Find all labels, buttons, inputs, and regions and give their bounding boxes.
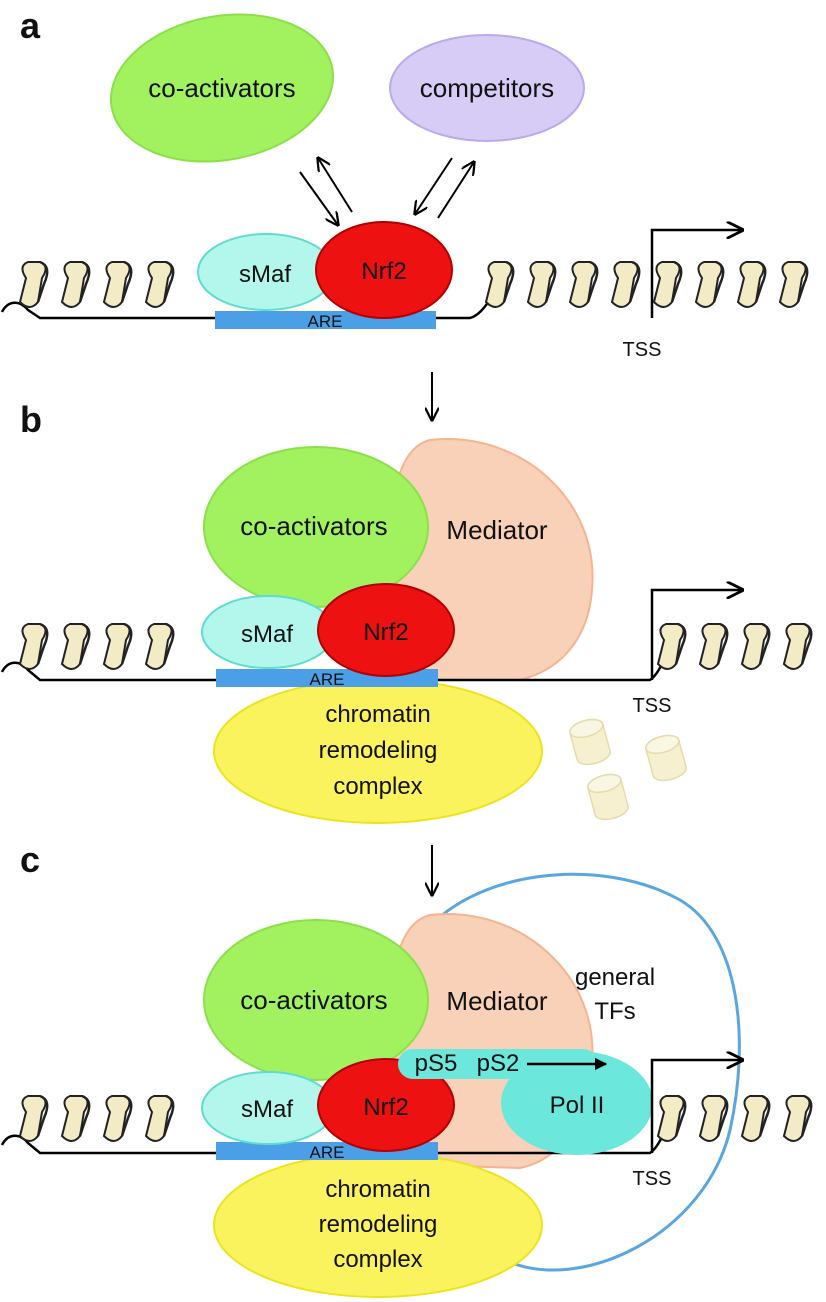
nrf2-ellipse-a: [315, 221, 453, 319]
ps5-label: pS5: [415, 1050, 458, 1077]
dna-strand-b: [0, 659, 666, 682]
chromatin-label-c-line1: chromatin: [325, 1176, 430, 1203]
coactivators-label-b: co-activators: [240, 511, 387, 541]
chromatin-label-c-line2: remodeling: [319, 1211, 438, 1238]
tss-label-c: TSS: [633, 1168, 672, 1190]
tss-arrow-b: [650, 590, 742, 680]
are-label-b: ARE: [310, 670, 345, 689]
panel-b: b Mediator co-activators chromatin remod…: [0, 399, 813, 824]
mediator-label-b: Mediator: [446, 515, 547, 545]
tss-label-a: TSS: [623, 339, 662, 361]
chromatin-label-c-line3: complex: [333, 1246, 422, 1273]
panel-c-letter: c: [20, 839, 40, 880]
ps2-label: pS2: [477, 1050, 520, 1077]
pol2-complex: pS5 pS2 Pol II: [398, 1049, 653, 1155]
equilibrium-arrows-coactivators: [299, 158, 353, 225]
tss-label-b: TSS: [633, 695, 672, 717]
tss-arrow-c: [650, 1060, 742, 1153]
coactivators-label-c: co-activators: [240, 985, 387, 1015]
general-tfs-loop: [418, 872, 741, 1272]
competitors-ellipse-a: [389, 34, 585, 142]
evicted-nucleosomes: [567, 715, 689, 824]
dna-strand-c: [0, 1132, 666, 1155]
panel-c: c general TFs Mediator co-activators chr…: [0, 839, 813, 1298]
panel-a: a co-activators competitors ARE sMaf Nrf…: [0, 5, 809, 361]
smaf-label-b: sMaf: [241, 621, 293, 648]
chromatin-label-b-line2: remodeling: [319, 737, 438, 764]
coactivators-label-a: co-activators: [148, 73, 295, 103]
chromatin-label-b-line1: chromatin: [325, 701, 430, 728]
equilibrium-arrows-competitors: [415, 157, 474, 219]
are-label-a: ARE: [308, 312, 343, 331]
chromatin-label-b-line3: complex: [333, 773, 422, 800]
panel-a-letter: a: [20, 5, 41, 46]
nucleosomes-left-a: [18, 260, 175, 309]
are-label-c: ARE: [310, 1143, 345, 1162]
competitors-label-a: competitors: [420, 73, 554, 103]
nrf2-label-a: Nrf2: [361, 258, 406, 285]
nrf2-label-c: Nrf2: [363, 1094, 408, 1121]
nrf2-ellipse-b: [317, 583, 455, 677]
nucleosomes-left-b: [18, 622, 175, 671]
coactivators-ellipse-a: [109, 13, 335, 163]
pol2-label: Pol II: [550, 1092, 605, 1119]
general-tfs-label-line1: general: [575, 964, 655, 991]
general-tfs-label-line2: TFs: [594, 998, 635, 1025]
panel-b-letter: b: [20, 399, 42, 440]
smaf-label-c: sMaf: [241, 1096, 293, 1123]
coactivators-ellipse-c: [203, 919, 429, 1081]
nrf2-label-b: Nrf2: [363, 619, 408, 646]
pol2-body: [501, 1051, 653, 1155]
nucleosomes-right-a: [484, 260, 809, 309]
smaf-label-a: sMaf: [239, 261, 291, 288]
nucleosomes-left-c: [18, 1094, 175, 1143]
nucleosomes-right-b: [656, 622, 813, 671]
mediator-label-c: Mediator: [446, 986, 547, 1016]
nrf2-ellipse-c: [317, 1058, 455, 1152]
tss-arrow-a: [650, 230, 742, 318]
